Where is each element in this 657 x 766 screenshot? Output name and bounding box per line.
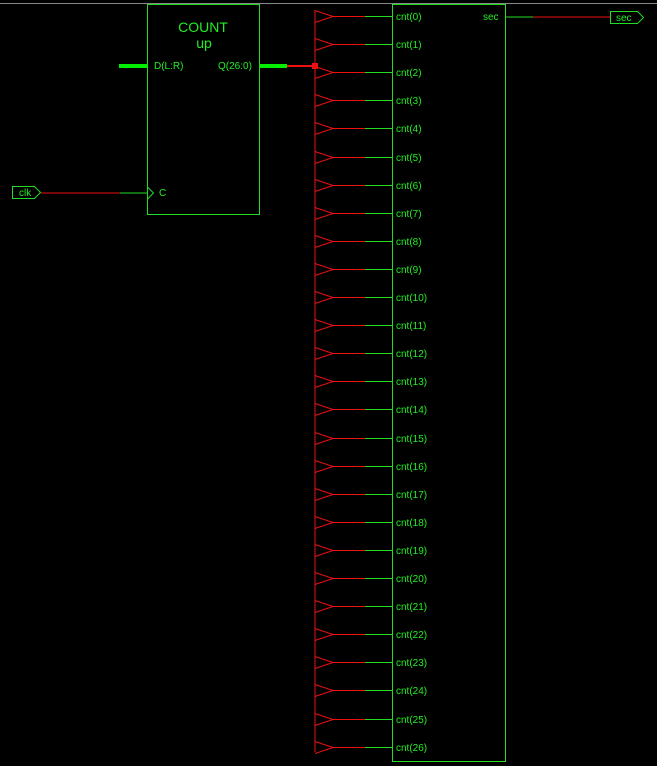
input-pin-label: cnt(6) <box>396 181 422 192</box>
input-pin-label: cnt(15) <box>396 434 427 445</box>
clk-input-port[interactable]: clk <box>12 186 42 200</box>
input-port-icon[interactable] <box>12 186 42 199</box>
logic-block[interactable]: cnt(0) cnt(1) cnt(2) cnt(3) cnt(4) cnt(5) cnt(… <box>365 4 533 762</box>
input-pin-label: cnt(1) <box>396 40 422 51</box>
input-pin-label: cnt(2) <box>396 68 422 79</box>
input-pin-label: cnt(16) <box>396 462 427 473</box>
bus-tap-icon <box>314 572 335 585</box>
input-pin-label: cnt(11) <box>396 321 426 332</box>
logic-block-body[interactable] <box>392 4 506 762</box>
bus-tap-icon <box>314 656 335 669</box>
bus-tap-icon <box>314 600 335 613</box>
input-pin-label: cnt(17) <box>396 490 427 501</box>
bus-tap-icon <box>314 684 335 697</box>
input-pin-label: cnt(3) <box>396 96 422 107</box>
input-pin-label: cnt(7) <box>396 209 422 220</box>
bus-tap-icon <box>314 347 335 360</box>
input-pin-label: cnt(13) <box>396 377 427 388</box>
bus-tap-icon <box>314 38 335 51</box>
input-pin-label: cnt(0) <box>396 12 422 23</box>
bus-rip-taps <box>314 10 365 754</box>
counter-title: COUNT <box>178 19 228 35</box>
sec-port-label: sec <box>616 13 632 24</box>
bus-tap-icon <box>314 460 335 473</box>
output-port-icon[interactable] <box>610 11 645 24</box>
bus-tap-icon <box>314 432 335 445</box>
bus-tap-icon <box>314 713 335 726</box>
bus-tap-icon <box>314 122 335 135</box>
input-pin-label: cnt(12) <box>396 349 427 360</box>
input-pin-label: cnt(5) <box>396 153 422 164</box>
bus-tap-icon <box>314 179 335 192</box>
bus-tap-icon <box>314 263 335 276</box>
sec-output-port[interactable]: sec <box>610 11 645 25</box>
input-pin-label: cnt(22) <box>396 630 427 641</box>
bus-tap-icon <box>314 516 335 529</box>
input-pin-label: cnt(9) <box>396 265 422 276</box>
input-pin-label: cnt(24) <box>396 686 427 697</box>
input-pin-label: cnt(8) <box>396 237 422 248</box>
input-pin-label: cnt(18) <box>396 518 427 529</box>
bus-tap-icon <box>314 94 335 107</box>
counter-pin-d-label: D(L:R) <box>154 61 183 72</box>
bus-tap-icon <box>314 375 335 388</box>
clk-port-label: clk <box>19 188 32 199</box>
input-pin-label: cnt(14) <box>396 405 427 416</box>
bus-tap-icon <box>314 235 335 248</box>
bus-tap-icon <box>314 741 335 754</box>
input-pin-label: cnt(25) <box>396 715 427 726</box>
clock-edge-icon <box>147 186 155 200</box>
input-pin-label: cnt(23) <box>396 658 427 669</box>
bus-tap-icon <box>314 628 335 641</box>
counter-body[interactable] <box>147 4 260 215</box>
bus-tap-icon <box>314 403 335 416</box>
bus-tap-icon <box>314 319 335 332</box>
input-pin-label: cnt(19) <box>396 546 427 557</box>
bus-tap-icon <box>314 10 335 23</box>
counter-pin-q-label: Q(26:0) <box>218 61 252 72</box>
counter-pin-c-label: C <box>159 188 166 199</box>
logic-block-input-pins: cnt(0) cnt(1) cnt(2) cnt(3) cnt(4) cnt(5) cnt(… <box>365 12 427 754</box>
bus-tap-icon <box>314 488 335 501</box>
bus-tap-icon <box>314 291 335 304</box>
input-pin-label: cnt(10) <box>396 293 427 304</box>
counter-subtitle: up <box>196 35 212 51</box>
input-pin-label: cnt(21) <box>396 602 427 613</box>
input-pin-label: cnt(26) <box>396 743 427 754</box>
input-pin-label: cnt(20) <box>396 574 427 585</box>
logic-block-output-pin-label: sec <box>483 12 499 23</box>
bus-tap-icon <box>314 151 335 164</box>
input-pin-label: cnt(4) <box>396 124 422 135</box>
counter-block[interactable]: COUNT up D(L:R) Q(26:0) C <box>119 4 287 215</box>
bus-tap-icon <box>314 207 335 220</box>
bus-tap-icon <box>314 544 335 557</box>
